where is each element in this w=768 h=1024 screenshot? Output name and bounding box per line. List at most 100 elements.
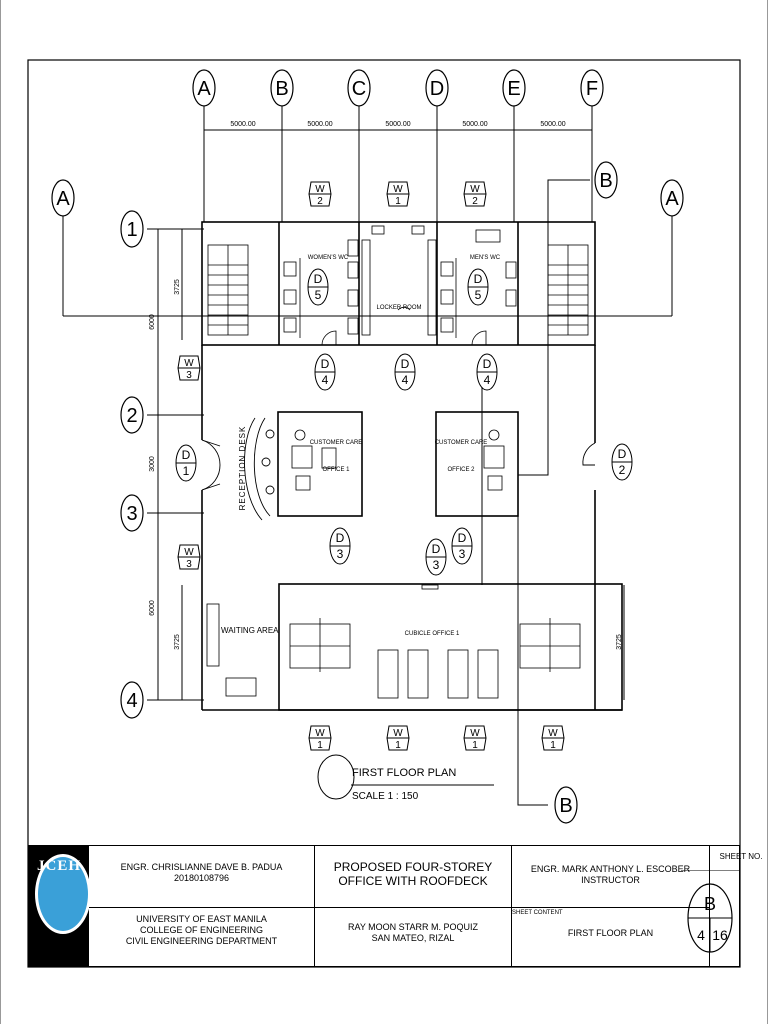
door-tag-d1: D1	[175, 444, 197, 482]
dim-col-bc: 5000.00	[307, 121, 332, 128]
window-tag-text: W	[315, 728, 325, 739]
door-tag-text: 4	[322, 373, 329, 387]
room-label-cc2-sub: OFFICE 2	[447, 467, 475, 473]
stair-right	[547, 244, 589, 336]
designer-name: ENGR. CHRISLIANNE DAVE B. PADUA	[120, 862, 283, 872]
room-label-womens-wc: WOMEN'S WC	[308, 255, 349, 261]
door-tag-text: D	[336, 531, 345, 545]
grid-bubble-col-b	[270, 69, 294, 107]
building-walls	[201, 221, 623, 711]
sheet-total: 16	[712, 927, 728, 943]
instructor-cell: ENGR. MARK ANTHONY L. ESCOBER INSTRUCTOR	[512, 846, 710, 908]
grid-label-row-1: 1	[126, 219, 137, 241]
window-tag-text: 2	[317, 196, 323, 207]
window-tag-text: 1	[395, 196, 401, 207]
doors	[201, 439, 596, 491]
cubicle-furniture	[289, 584, 581, 699]
window-tag-w2: W2	[308, 181, 332, 207]
grid-label-col-c: C	[352, 78, 366, 100]
window-tag-w2: W2	[463, 181, 487, 207]
section-bubble-a-right	[660, 179, 684, 217]
dim-left-bottom: 6000	[149, 600, 156, 616]
grid-label-row-2: 2	[126, 405, 137, 427]
plan-scale: SCALE 1 : 150	[352, 791, 419, 802]
room-label-locker-room: LOCKER ROOM	[376, 305, 421, 311]
grid-bubble-row-2	[120, 396, 144, 434]
window-tag-text: W	[184, 547, 194, 558]
door-tag-d3: D3	[425, 538, 447, 576]
dim-right-bottom: 3725	[616, 634, 623, 650]
grid-label-col-f: F	[586, 78, 598, 100]
window-tag-w3: W3	[177, 544, 201, 570]
dim-left-mid: 3000	[149, 456, 156, 472]
section-b-line	[517, 179, 590, 806]
school-logo: JCEH	[29, 846, 91, 967]
window-tag-w3: W3	[177, 355, 201, 381]
window-tag-text: W	[393, 728, 403, 739]
grid-bubble-col-e	[502, 69, 526, 107]
window-tag-text: 1	[550, 740, 556, 751]
room-label-reception-desk: RECEPTION DESK	[238, 426, 247, 511]
dim-left-top: 6000	[149, 314, 156, 330]
grid-bubble-col-c	[347, 69, 371, 107]
logo-text: JCEH	[37, 858, 82, 874]
dim-left-inner-bottom: 3725	[174, 634, 181, 650]
window-tag-text: W	[184, 358, 194, 369]
section-bubble-b-top	[594, 161, 618, 199]
instructor-name: ENGR. MARK ANTHONY L. ESCOBER	[530, 864, 691, 874]
room-label-waiting-area: WAITING AREA	[221, 626, 279, 635]
grid-bubble-row-3	[120, 494, 144, 532]
door-tag-d4: D4	[314, 353, 336, 391]
logo-emblem-icon	[35, 854, 91, 934]
grid-bubble-col-f	[580, 69, 604, 107]
window-tag-text: 3	[186, 559, 192, 570]
door-tag-d2: D2	[611, 443, 633, 481]
project-cell: PROPOSED FOUR-STOREY OFFICE WITH ROOFDEC…	[315, 846, 512, 908]
sheet-no-label: SHEET NO.	[719, 852, 763, 861]
reception-desk	[244, 417, 275, 521]
section-label-a-left: A	[56, 188, 70, 210]
dim-col-ef: 5000.00	[540, 121, 565, 128]
plan-title-circle	[317, 754, 355, 800]
window-tag-text: W	[548, 728, 558, 739]
room-label-cc1-title: CUSTOMER CARE	[310, 440, 363, 446]
school-line-2: COLLEGE OF ENGINEERING	[139, 925, 264, 935]
door-tag-text: D	[458, 531, 467, 545]
instructor-role: INSTRUCTOR	[581, 875, 640, 885]
window-tag-text: 1	[317, 740, 323, 751]
grid-bubble-col-d	[425, 69, 449, 107]
door-tag-text: D	[401, 357, 410, 371]
dim-left-inner-top: 3725	[174, 279, 181, 295]
door-tag-text: 3	[337, 547, 344, 561]
sheet-number: 4	[697, 927, 705, 943]
door-tag-text: D	[483, 357, 492, 371]
designer-id: 20180108796	[173, 873, 230, 883]
school-line-3: CIVIL ENGINEERING DEPARTMENT	[125, 936, 278, 946]
title-block: JCEH ENGR. CHRISLIANNE DAVE B. PADUA 201…	[28, 845, 762, 967]
sheet-content-value: FIRST FLOOR PLAN	[567, 928, 654, 938]
room-label-cc1-sub: OFFICE 1	[322, 467, 350, 473]
grid-label-col-b: B	[275, 78, 288, 100]
school-line-1: UNIVERSITY OF EAST MANILA	[136, 914, 267, 924]
grid-bubble-row-4	[120, 681, 144, 719]
owner-line-1: RAY MOON STARR M. POQUIZ	[347, 922, 478, 932]
office-furniture	[206, 429, 505, 697]
section-label-b-bottom: B	[559, 795, 572, 817]
sheet-border	[27, 59, 741, 968]
door-tag-text: D	[618, 447, 627, 461]
section-label-b-top: B	[599, 170, 612, 192]
grid-label-row-4: 4	[126, 690, 137, 712]
window-tag-text: 1	[472, 740, 478, 751]
grid-bubble-row-1	[120, 210, 144, 248]
door-tag-text: 3	[459, 547, 466, 561]
door-tag-d3: D3	[329, 527, 351, 565]
door-tag-text: D	[182, 448, 191, 462]
grid-label-col-e: E	[507, 78, 520, 100]
door-tag-text: D	[474, 272, 483, 286]
window-tag-w1: W1	[541, 725, 565, 751]
wc-fixtures	[283, 225, 517, 346]
window-tag-w1: W1	[386, 725, 410, 751]
page-edge-left	[0, 0, 1, 1024]
window-tag-text: W	[393, 184, 403, 195]
